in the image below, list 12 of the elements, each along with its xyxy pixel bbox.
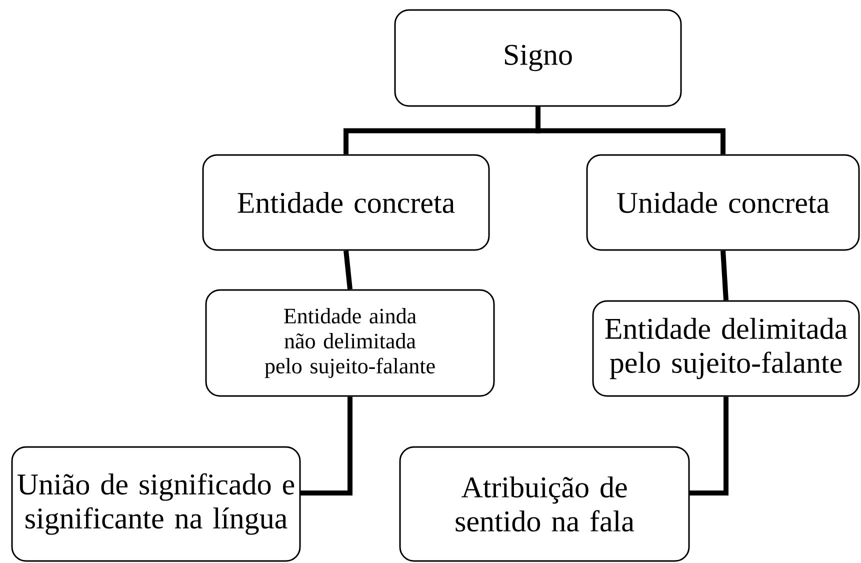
connector-line [720, 250, 728, 300]
connector-line [300, 396, 352, 496]
process-box: Unidade concreta [586, 154, 860, 251]
connector-line [536, 106, 726, 154]
process-box: Signo [394, 9, 682, 107]
process-box: União de significado e significante na língua [11, 446, 301, 562]
process-box: Entidade concreta [202, 154, 490, 251]
process-box: Entidade delimitada pelo sujeito-falante [592, 300, 860, 397]
process-box: Atribuição de sentido na fala [399, 446, 690, 562]
process-box: Entidade ainda não delimitada pelo sujeito-falante [205, 289, 495, 397]
connector-line [688, 396, 728, 496]
connector-line [344, 250, 352, 290]
